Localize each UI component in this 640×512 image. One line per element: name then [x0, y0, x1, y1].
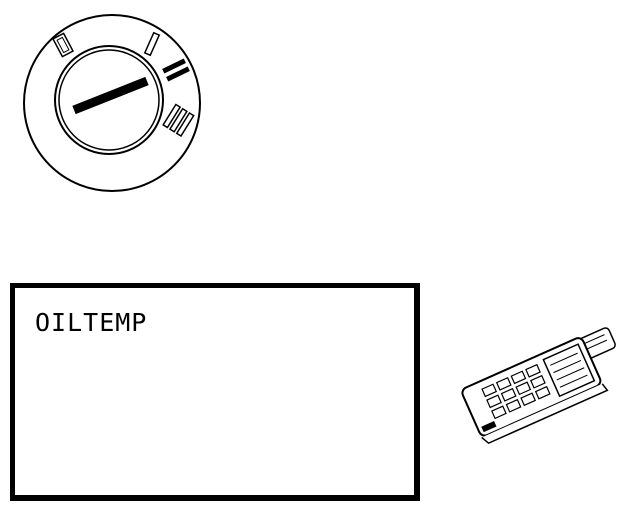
ignition-key-switch-icon: [23, 14, 201, 192]
display-message: OILTEMP: [35, 308, 148, 337]
scan-tool-grip: [481, 421, 497, 433]
scan-tool-screen: [542, 343, 596, 398]
position-mark-2: [162, 58, 190, 82]
position-mark-0: [51, 32, 75, 58]
position-mark-1: [143, 31, 161, 57]
scan-tool: [450, 318, 640, 448]
scan-tool-keypad: [481, 363, 551, 420]
position-mark-3: [162, 103, 195, 138]
lock-cylinder-inner: [58, 49, 160, 151]
handheld-scan-tool-icon: [461, 327, 616, 445]
ignition-switch: [0, 0, 240, 210]
display-screen: OILTEMP: [10, 283, 420, 501]
key-slot: [72, 76, 149, 115]
